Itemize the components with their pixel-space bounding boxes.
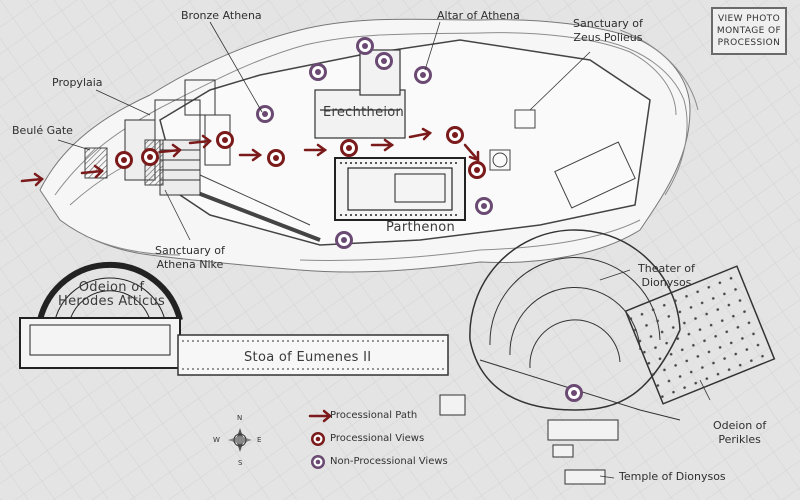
non-processional-view-marker[interactable] [414,66,432,84]
view-photo-button-text: VIEW PHOTO MONTAGE OF PROCESSION [713,13,785,49]
view-photo-montage-button[interactable]: VIEW PHOTO MONTAGE OF PROCESSION [711,7,787,55]
label-sanctuary-zeus-line1: Sanctuary of [573,17,643,30]
processional-view-marker[interactable] [267,149,285,167]
non-processional-view-marker[interactable] [309,63,327,81]
label-propylaia: Propylaia [52,76,103,89]
label-bronze-athena: Bronze Athena [181,9,262,22]
processional-view-marker[interactable] [141,148,159,166]
compass-west: W [213,436,220,444]
east-structures [489,109,636,209]
compass-north: N [237,414,243,422]
label-sanctuary-zeus: Sanctuary of Zeus Polieus [573,17,643,45]
label-altar-of-athena: Altar of Athena [437,9,520,22]
label-odeion-herodes-line1: Odeion of [78,280,145,295]
button-line2: MONTAGE OF [716,26,782,36]
label-parthenon: Parthenon [386,220,456,235]
legend-proc-label: Processional Views [330,433,425,444]
non-processional-view-marker[interactable] [565,384,583,402]
legend-arrow-icon [308,409,332,423]
label-sanctuary-nike-line2: Athena Nike [156,258,224,271]
compass-east: E [257,436,262,444]
legend [308,409,332,469]
label-odeion-perikles: Odeion of Perikles [713,419,766,447]
legend-processional-marker-icon [311,432,325,446]
label-odeion-herodes-line2: Herodes Atticus [58,294,166,309]
label-odeion-herodes: Odeion of Herodes Atticus [58,281,165,309]
acropolis-plateau [159,39,651,246]
processional-view-marker[interactable] [468,161,486,179]
legend-path-label: Processional Path [330,410,418,421]
legend-nonproc-label: Non-Processional Views [330,456,448,467]
non-processional-view-marker[interactable] [375,52,393,70]
compass-rose-icon [228,428,252,452]
label-theater-dionysos: Theater of Dionysos [638,262,695,290]
processional-view-marker[interactable] [340,139,358,157]
processional-path [20,127,480,187]
processional-view-marker[interactable] [115,151,133,169]
processional-view-marker[interactable] [216,131,234,149]
label-erechtheion: Erechtheion [323,105,405,120]
processional-views [115,126,486,179]
label-odeion-perikles-line1: Odeion of [713,419,767,432]
label-leaders [57,21,711,479]
label-sanctuary-nike-line1: Sanctuary of [155,244,225,257]
compass-south: S [238,459,243,467]
non-processional-view-marker[interactable] [335,231,353,249]
label-sanctuary-nike: Sanctuary of Athena Nike [155,244,225,272]
label-odeion-perikles-line2: Perikles [718,433,761,446]
non-processional-view-marker[interactable] [475,197,493,215]
label-sanctuary-zeus-line2: Zeus Polieus [573,31,643,44]
button-line3: PROCESSION [717,38,781,48]
processional-view-marker[interactable] [446,126,464,144]
stoa-structure [177,334,449,376]
label-theater-line1: Theater of [638,262,695,275]
non-processional-view-marker[interactable] [356,37,374,55]
label-theater-line2: Dionysos [641,276,692,289]
label-beule-gate: Beulé Gate [12,124,73,137]
label-stoa-eumenes: Stoa of Eumenes II [244,350,372,365]
parthenon-structure [334,157,466,221]
non-processional-view-marker[interactable] [256,105,274,123]
erechtheion-structure [314,49,406,139]
non-processional-views [256,37,583,402]
button-line1: VIEW PHOTO [717,14,781,24]
odeion-perikles-structure [624,265,776,405]
legend-non-processional-marker-icon [311,455,325,469]
label-temple-dionysos: Temple of Dionysos [619,470,726,483]
temple-dionysos-structure [439,394,619,485]
